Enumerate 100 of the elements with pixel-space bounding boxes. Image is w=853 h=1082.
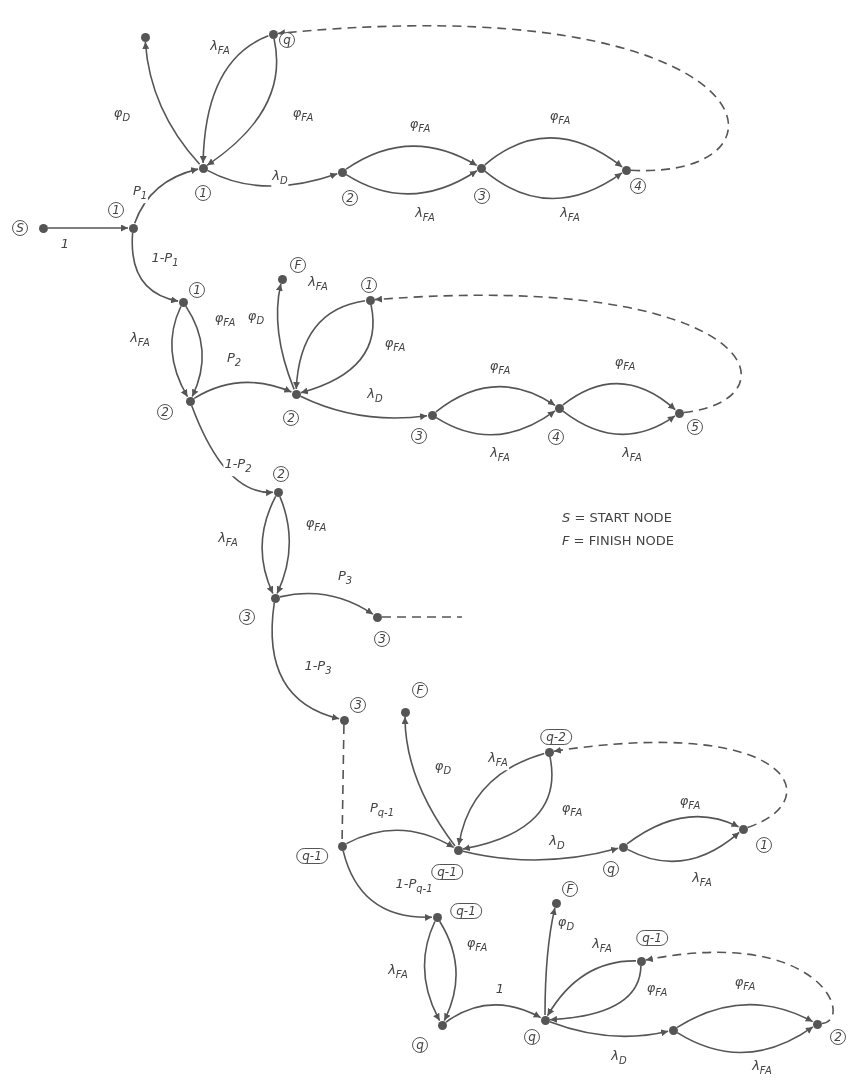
node-number: S <box>12 220 28 236</box>
dashed-branch <box>374 294 742 414</box>
branch-arrow <box>131 232 179 303</box>
node-dot <box>554 403 564 413</box>
node-dot <box>812 1019 822 1029</box>
node-number: 2 <box>157 404 173 420</box>
node-number: 4 <box>548 429 564 445</box>
node-dot <box>268 29 278 39</box>
node-dot <box>437 1020 447 1030</box>
branch-arrow <box>435 385 556 413</box>
node-number: 2 <box>342 190 358 206</box>
branch-arrow <box>206 38 278 167</box>
branch-arrow <box>462 846 619 861</box>
node-dot <box>277 274 287 284</box>
edge-label: λ$_{FA}$ <box>487 750 509 770</box>
branch-arrow <box>676 1003 814 1029</box>
branch-arrow <box>462 756 553 851</box>
branch-arrow <box>271 602 340 721</box>
branch-arrow <box>133 167 199 225</box>
node-number: 2 <box>283 410 299 426</box>
node-number: q-1 <box>431 864 463 880</box>
branch-arrow <box>261 495 277 595</box>
branch-arrow <box>345 829 455 849</box>
branch-arrow <box>171 305 189 398</box>
node-number: 1 <box>108 202 124 218</box>
node-dot <box>270 593 280 603</box>
node-dot <box>365 295 375 305</box>
node-number: q-1 <box>450 903 482 919</box>
node-number: 3 <box>239 609 255 625</box>
node-number: 2 <box>273 466 289 482</box>
branch-arrow <box>445 1004 542 1023</box>
branch-arrow <box>484 137 623 168</box>
branch-arrow <box>562 382 677 411</box>
node-dot <box>337 841 347 851</box>
branch-arrow <box>423 920 441 1022</box>
legend-note: S = START NODE <box>562 510 672 525</box>
dashed-branch <box>645 951 834 1025</box>
branch-arrow <box>626 831 741 863</box>
branch-arrow <box>544 907 557 1016</box>
node-number: q <box>524 1029 540 1045</box>
node-dot <box>551 898 561 908</box>
node-number: q <box>279 32 295 48</box>
branch-arrow <box>548 1021 669 1038</box>
dashed-branch <box>277 25 730 172</box>
branch-arrow <box>626 815 740 845</box>
node-dot <box>427 410 437 420</box>
dashed-branch <box>341 724 345 842</box>
node-number: 5 <box>687 419 703 435</box>
node-dot <box>453 845 463 855</box>
branch-arrow <box>342 850 433 921</box>
node-dot <box>128 223 138 233</box>
node-number: 2 <box>830 1029 846 1045</box>
branch-arrow <box>276 495 291 595</box>
node-dot <box>178 297 188 307</box>
branch-arrow <box>562 410 676 436</box>
branch-arrow <box>142 41 201 166</box>
node-dot <box>544 747 554 757</box>
node-number: 4 <box>630 178 646 194</box>
legend-note: F = FINISH NODE <box>562 533 674 548</box>
node-number: q-1 <box>636 930 668 946</box>
node-dot <box>618 842 628 852</box>
node-dot <box>432 912 442 922</box>
node-dot <box>636 956 646 966</box>
node-number: 3 <box>350 697 366 713</box>
branch-arrow <box>345 169 478 195</box>
node-number: 3 <box>374 631 390 647</box>
branch-arrow <box>401 716 456 847</box>
node-dot <box>738 824 748 834</box>
branch-arrow <box>676 1026 814 1054</box>
branch-arrow <box>199 35 270 164</box>
node-number: 3 <box>474 188 490 204</box>
node-dot <box>674 408 684 418</box>
branch-arrow <box>546 960 637 1017</box>
branch-arrow <box>435 410 556 436</box>
edge-label: P$_{1}$ <box>131 183 149 203</box>
branch-arrow <box>279 592 374 615</box>
node-dot <box>140 32 150 42</box>
node-dot <box>476 163 486 173</box>
edge-label: 1-P$_{2}$ <box>223 456 253 476</box>
branch-arrow <box>438 920 457 1022</box>
node-number: q <box>603 861 619 877</box>
node-dot <box>400 707 410 717</box>
node-dot <box>185 396 195 406</box>
branch-arrow <box>456 752 545 846</box>
edge-label: 1-P$_{q-1}$ <box>394 876 434 896</box>
edge-label: P$_{q-1}$ <box>368 800 396 820</box>
node-number: q <box>412 1037 428 1053</box>
branch-arrow <box>549 965 642 1023</box>
branch-arrow <box>345 145 478 170</box>
branch-arrow <box>193 381 293 400</box>
node-number: 3 <box>411 428 427 444</box>
node-number: q-1 <box>296 848 328 864</box>
node-dot <box>372 612 382 622</box>
node-number: 1 <box>195 185 211 201</box>
dashed-branch <box>381 616 463 618</box>
node-number: 1 <box>189 282 205 298</box>
branch-arrow <box>47 224 129 232</box>
branch-arrow <box>190 404 274 496</box>
branch-arrow <box>293 299 366 390</box>
node-dot <box>38 223 48 233</box>
